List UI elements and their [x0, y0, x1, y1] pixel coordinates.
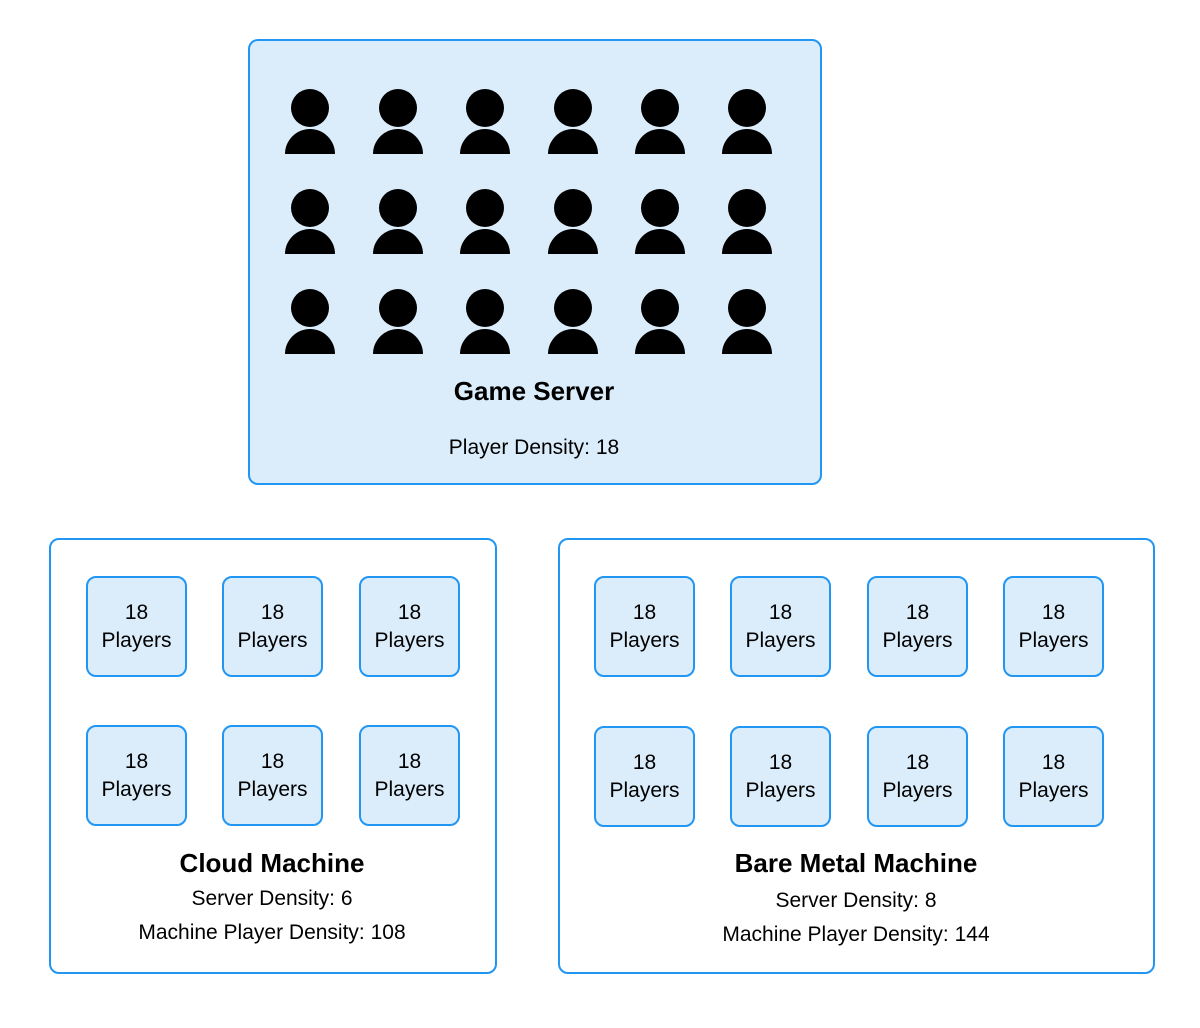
person-icon — [722, 289, 772, 355]
person-icon — [460, 89, 510, 155]
person-icon — [548, 189, 598, 255]
players-label: Players — [609, 778, 680, 802]
players-label: Players — [609, 628, 680, 652]
person-icon — [460, 189, 510, 255]
player-count: 18 — [905, 750, 930, 774]
players-label: Players — [237, 628, 308, 652]
player-count: 18 — [124, 749, 149, 773]
player-count: 18 — [124, 600, 149, 624]
players-label: Players — [745, 778, 816, 802]
person-icon — [635, 289, 685, 355]
players-label: Players — [745, 628, 816, 652]
game-server-box — [248, 39, 822, 485]
person-icon — [460, 289, 510, 355]
player-count: 18 — [397, 600, 422, 624]
person-icon — [285, 89, 335, 155]
player-count: 18 — [768, 600, 793, 624]
bare-metal-machine-title: Bare Metal Machine — [734, 848, 978, 878]
person-icon — [722, 189, 772, 255]
players-label: Players — [882, 778, 953, 802]
person-icon — [548, 289, 598, 355]
player-count: 18 — [1041, 600, 1066, 624]
players-label: Players — [882, 628, 953, 652]
players-label: Players — [374, 777, 445, 801]
players-label: Players — [101, 628, 172, 652]
player-count: 18 — [1041, 750, 1066, 774]
player-count: 18 — [260, 600, 285, 624]
player-count: 18 — [632, 750, 657, 774]
person-icon — [285, 189, 335, 255]
person-icon — [373, 289, 423, 355]
players-label: Players — [1018, 628, 1089, 652]
players-label: Players — [374, 628, 445, 652]
cloud-machine-title: Cloud Machine — [179, 848, 365, 878]
person-icon — [722, 89, 772, 155]
person-icon — [373, 189, 423, 255]
person-icon — [285, 289, 335, 355]
players-label: Players — [237, 777, 308, 801]
player-count: 18 — [905, 600, 930, 624]
player-count: 18 — [768, 750, 793, 774]
player-count: 18 — [632, 600, 657, 624]
cloud-server-density: Server Density: 6 — [191, 887, 353, 910]
person-icon — [635, 89, 685, 155]
person-icon — [548, 89, 598, 155]
players-label: Players — [1018, 778, 1089, 802]
bare-metal-machine-player-density: Machine Player Density: 144 — [722, 923, 990, 946]
player-density-label: Player Density: 18 — [448, 436, 620, 459]
person-icon — [373, 89, 423, 155]
player-count: 18 — [260, 749, 285, 773]
cloud-machine-player-density: Machine Player Density: 108 — [138, 921, 406, 944]
game-server-title: Game Server — [453, 376, 615, 406]
players-label: Players — [101, 777, 172, 801]
bare-metal-server-density: Server Density: 8 — [775, 889, 937, 912]
player-count: 18 — [397, 749, 422, 773]
person-icon — [635, 189, 685, 255]
